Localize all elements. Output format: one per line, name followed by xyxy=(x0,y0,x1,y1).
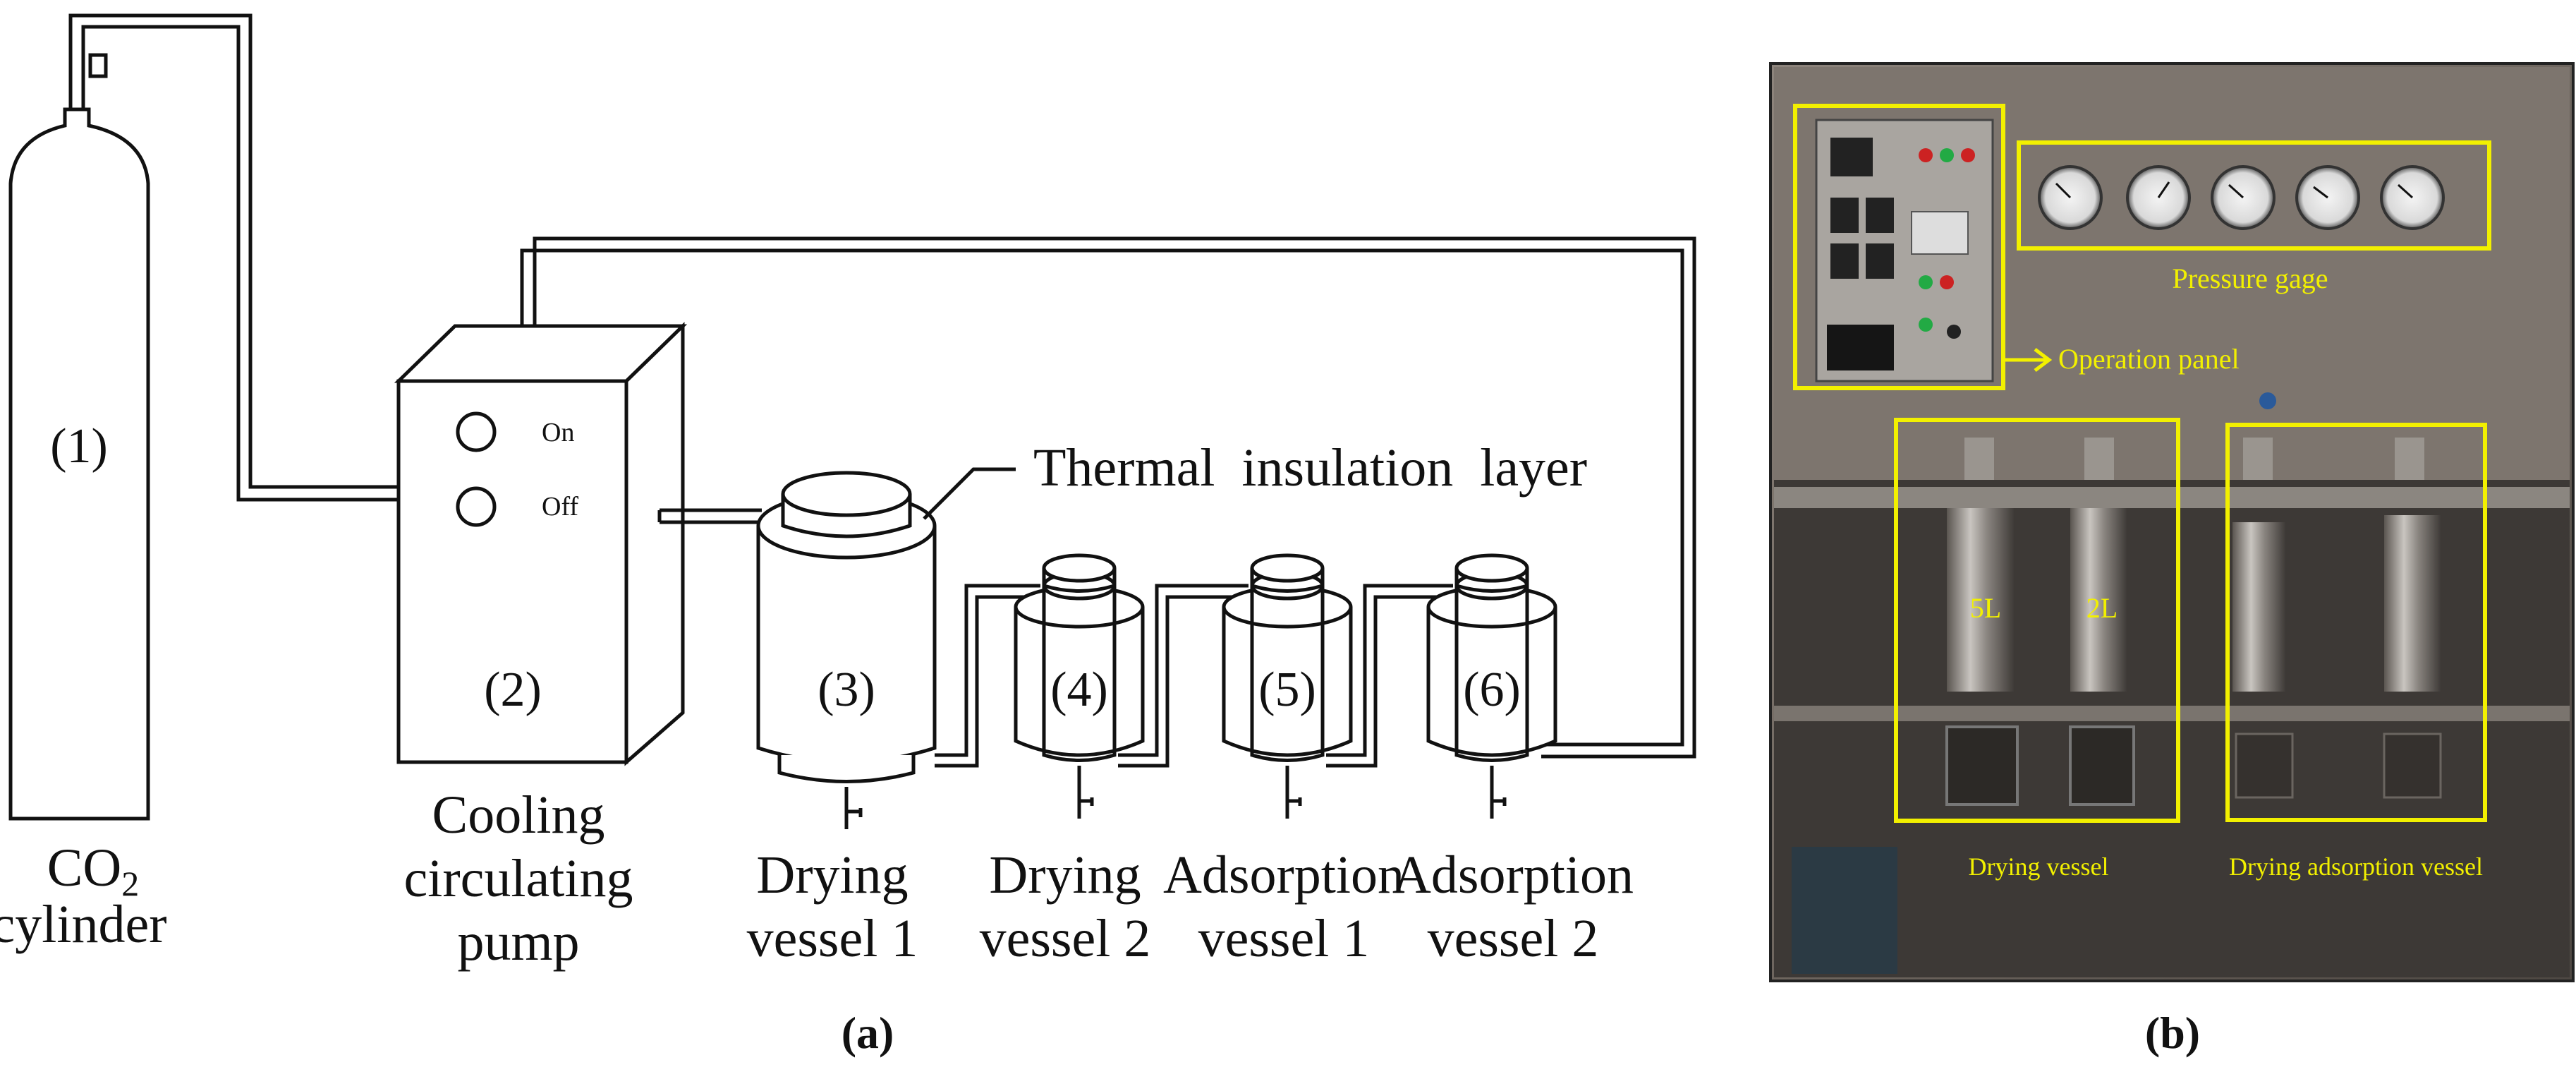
vessel-interconnect-pipes xyxy=(935,584,1453,768)
photo-vessels xyxy=(1792,438,2442,974)
on-indicator xyxy=(456,411,497,452)
photo-vessel-2l xyxy=(2070,508,2127,692)
pressure-gage-label: Pressure gage xyxy=(2172,263,2328,294)
vessel-4-number: (4) xyxy=(1050,663,1108,717)
panel-b-caption: (b) xyxy=(2145,1008,2200,1058)
drying-adsorption-box xyxy=(2225,423,2487,822)
panel-a-caption: (a) xyxy=(842,1008,894,1058)
vessel-5-label-line2: vessel 1 xyxy=(1198,909,1370,968)
pump-label-line3: pump xyxy=(457,912,579,972)
vessel-3-label-line1: Drying xyxy=(756,845,908,905)
pressure-gage-box xyxy=(2017,140,2491,251)
pump-label-line2: circulating xyxy=(404,849,633,908)
cylinder-label-line2: cylinder xyxy=(0,895,167,954)
pump-number: (2) xyxy=(484,663,542,717)
vessel-2l-label: 2L xyxy=(2086,592,2118,624)
co2-cylinder xyxy=(8,107,150,821)
operation-panel-device xyxy=(1815,119,1994,382)
pump-label-line1: Cooling xyxy=(432,785,605,845)
vessel-5-label-line1: Adsorption xyxy=(1163,845,1404,905)
photo-adsorption-1 xyxy=(2232,522,2285,692)
return-pipe xyxy=(520,236,1696,759)
panel-b: Pressure gage Operation panel 5L 2L Dryi… xyxy=(1769,62,2575,1058)
cooling-pump xyxy=(394,322,688,766)
vessel-5-number: (5) xyxy=(1258,663,1316,717)
photo-shelf xyxy=(1774,487,2570,508)
drying-adsorption-label: Drying adsorption vessel xyxy=(2229,852,2483,881)
highlight-boxes xyxy=(1793,104,2491,823)
photo-vessel-5l xyxy=(1947,508,2014,692)
photo-adsorption-2 xyxy=(2384,515,2441,692)
pump-to-vessel-pipe xyxy=(657,508,762,524)
drying-vessel-2 xyxy=(1014,553,1145,819)
photo-rail xyxy=(1774,706,2570,721)
off-indicator xyxy=(456,486,497,527)
drying-vessel-1 xyxy=(756,471,937,829)
on-label: On xyxy=(542,418,574,447)
cylinder-number: (1) xyxy=(50,419,108,474)
insulation-label: Thermal insulation layer xyxy=(1033,438,1587,498)
drying-vessel-box xyxy=(1894,418,2180,823)
pressure-gauges xyxy=(2038,165,2445,409)
operation-panel-arrow xyxy=(2005,348,2053,372)
vessel-6-label-line2: vessel 2 xyxy=(1428,909,1599,968)
vessel-6-label-line1: Adsorption xyxy=(1392,845,1634,905)
panel-a-labels: (1) CO2 cylinder On Off (2) Cooling circ… xyxy=(0,418,1634,1058)
operation-panel-label: Operation panel xyxy=(2058,343,2240,375)
off-label: Off xyxy=(542,492,578,522)
blue-knob xyxy=(2259,392,2276,409)
co2-supply-pipe xyxy=(68,13,399,502)
vessel-5l-label: 5L xyxy=(1970,592,2001,624)
vessel-3-number: (3) xyxy=(818,663,875,717)
vessel-4-label-line1: Drying xyxy=(989,845,1141,905)
cylinder-label-line1: CO2 xyxy=(47,838,140,903)
vessel-6-number: (6) xyxy=(1463,663,1521,717)
operation-panel-box xyxy=(1793,104,2005,390)
adsorption-vessel-2 xyxy=(1426,553,1557,819)
vessel-3-label-line2: vessel 1 xyxy=(747,909,918,968)
insulation-leader-line xyxy=(923,467,1016,520)
drying-vessel-label: Drying vessel xyxy=(1969,852,2109,881)
adsorption-vessel-1 xyxy=(1222,553,1353,819)
panel-a xyxy=(8,13,1696,829)
vessel-4-label-line2: vessel 2 xyxy=(980,909,1151,968)
